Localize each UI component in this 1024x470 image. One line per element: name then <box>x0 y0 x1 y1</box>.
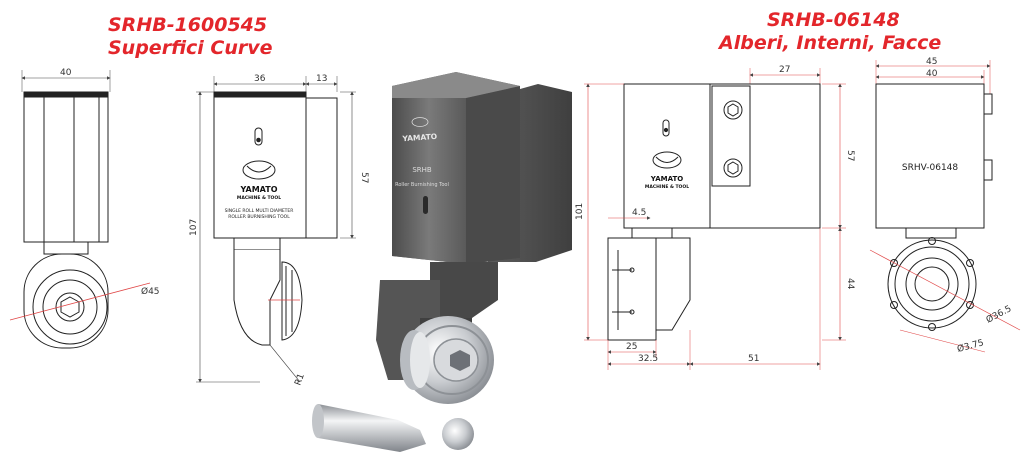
right-title-subtitle: Alberi, Interni, Facce <box>719 32 942 54</box>
left-title-subtitle: Superfici Curve <box>108 37 273 59</box>
tool-photo <box>312 72 572 452</box>
left-front-view <box>9 70 151 349</box>
left-label-line2: ROLLER BURNISHING TOOL <box>228 214 290 220</box>
right-logo-sub: MACHINE & TOOL <box>645 184 689 190</box>
right-dim-top-width: 27 <box>779 65 790 75</box>
right-dim-total-height: 101 <box>575 203 585 220</box>
right-title-code: SRHB-06148 <box>767 9 900 31</box>
right-logo-brand: YAMATO <box>650 175 683 183</box>
right-side-dim-outer: 45 <box>926 57 937 67</box>
right-side-view <box>584 68 846 370</box>
photo-model: SRHB <box>412 166 432 174</box>
left-dim-body-height: 57 <box>359 172 369 183</box>
left-title-code: SRHB-1600545 <box>108 14 268 36</box>
photo-subtitle: Roller Burnishing Tool <box>395 182 449 188</box>
photo-brand: YAMATO <box>401 132 437 143</box>
right-dim-offset: 4.5 <box>632 208 646 218</box>
right-dim-c: 51 <box>748 354 759 364</box>
left-dim-radius: R1 <box>293 372 306 387</box>
left-dim-width: 40 <box>60 68 72 78</box>
left-dim-diameter: Ø45 <box>141 286 160 297</box>
left-logo-sub: MACHINE & TOOL <box>237 195 281 201</box>
left-logo-brand: YAMATO <box>239 185 277 194</box>
right-side-dim-diameter: Ø36.5 <box>984 303 1013 325</box>
right-side-dim-diameter2: Ø3.75 <box>956 337 985 355</box>
right-end-view <box>869 60 1021 353</box>
left-side-view <box>196 76 356 383</box>
right-dim-body-height: 57 <box>845 150 855 161</box>
right-dim-a: 25 <box>626 342 637 352</box>
left-dim-total-height: 107 <box>189 219 199 236</box>
right-side-dim-inner: 40 <box>926 69 938 79</box>
right-dim-lower-height: 44 <box>845 278 855 290</box>
right-dim-b: 32.5 <box>638 354 658 364</box>
left-dim-body-width: 36 <box>254 74 266 84</box>
right-side-label: SRHV-06148 <box>902 163 959 173</box>
left-label-line1: SINGLE ROLL MULTI DIAMETER <box>225 208 294 214</box>
left-dim-side-width: 13 <box>316 74 327 84</box>
